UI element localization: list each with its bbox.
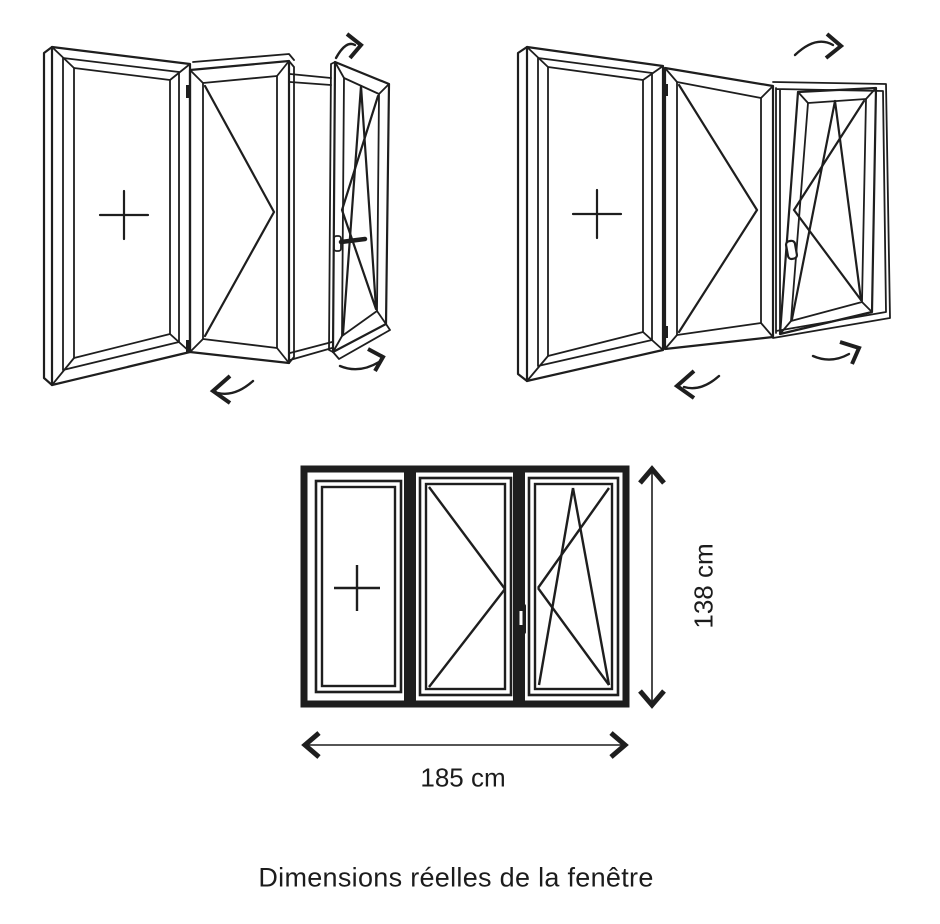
casement-triangle-icon: [428, 486, 506, 688]
tilt-triangle-icon: [790, 99, 863, 321]
tilt-triangle-icon: [537, 487, 611, 686]
tilt-turn-sash-open: [328, 60, 391, 360]
plus-fixed-icon: [98, 189, 150, 241]
tilt-turn-sash-tilted: [778, 86, 878, 336]
width-dimension-arrow: [301, 731, 629, 759]
handle-icon: [784, 239, 799, 261]
casement-triangle-icon: [203, 84, 276, 338]
handle-icon: [333, 235, 368, 252]
rotation-arrow-top-icon: [793, 32, 845, 60]
rotation-arrow-bottom-left-icon: [209, 374, 255, 405]
hinge-icon: [663, 326, 668, 338]
figure-caption: Dimensions réelles de la fenêtre: [258, 862, 654, 893]
casement-sash: [663, 66, 775, 351]
rotation-arrow-bottom-right-icon: [811, 340, 862, 365]
hinge-icon: [186, 340, 191, 353]
casement-sash-open: [186, 53, 295, 365]
tilt-triangle-icon: [341, 84, 378, 336]
turn-triangle-icon: [537, 487, 610, 686]
plus-fixed-icon: [334, 565, 380, 611]
height-dimension-arrow: [638, 465, 666, 709]
height-dimension-label: 138 cm: [688, 543, 719, 629]
handle-icon: [516, 604, 526, 634]
frame-rails: [289, 73, 333, 361]
rotation-arrow-bottom-left-icon: [673, 369, 721, 400]
perspective-tilted-view: [516, 32, 891, 400]
width-dimension-label: 185 cm: [420, 762, 506, 793]
rotation-arrow-top-icon: [334, 32, 364, 60]
fixed-pane-frame: [516, 45, 665, 383]
turn-triangle-icon: [340, 94, 380, 311]
plus-fixed-icon: [571, 188, 623, 240]
hinge-icon: [186, 85, 191, 98]
mullion: [513, 470, 525, 703]
rotation-arrow-bottom-right-icon: [338, 347, 386, 372]
front-elevation-view: [300, 465, 666, 759]
tilt-turn-pane: [527, 476, 620, 697]
perspective-open-view: [42, 32, 391, 405]
fixed-pane-frame: [42, 45, 192, 387]
mullion: [404, 470, 416, 703]
casement-triangle-icon: [677, 83, 759, 334]
fixed-pane: [314, 479, 403, 694]
casement-pane: [418, 476, 513, 697]
outer-frame: [300, 465, 630, 708]
hinge-icon: [663, 84, 668, 96]
turn-triangle-icon: [792, 99, 866, 302]
